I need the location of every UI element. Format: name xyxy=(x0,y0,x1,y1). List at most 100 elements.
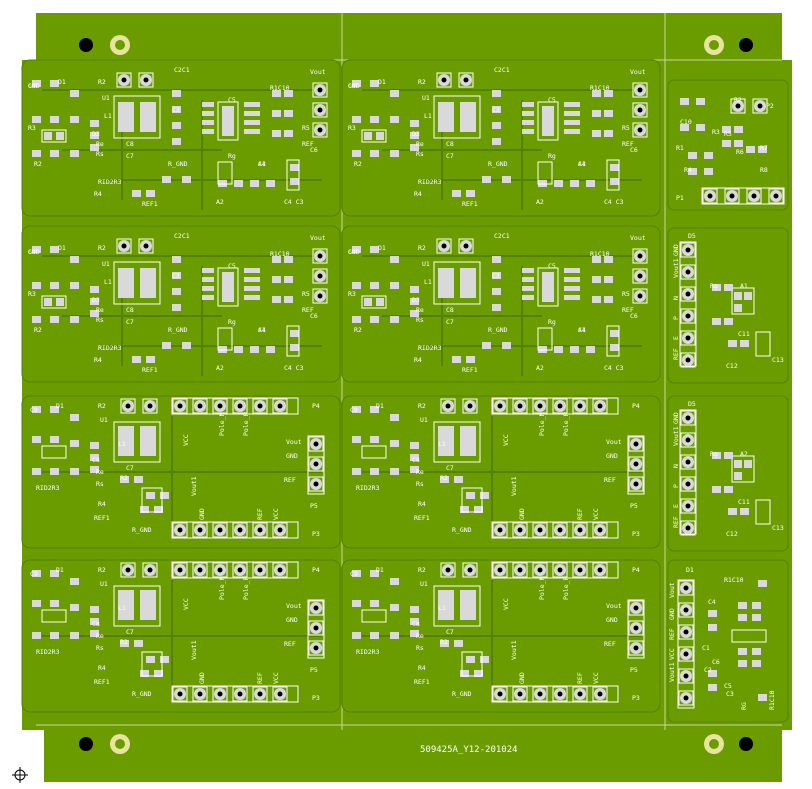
smd-pad xyxy=(492,304,501,311)
silkscreen-label: REF xyxy=(576,672,584,684)
capacitor-outline xyxy=(41,609,67,623)
drill-hole xyxy=(685,437,691,443)
drill-hole xyxy=(637,107,643,113)
silkscreen-label: D1 xyxy=(56,402,64,410)
smd-pad xyxy=(370,436,379,443)
smd-pad xyxy=(564,286,580,291)
drill-hole xyxy=(637,127,643,133)
smd-pad xyxy=(284,130,293,137)
smd-pad xyxy=(352,436,361,443)
silkscreen-label: P5 xyxy=(310,502,318,510)
drill-hole xyxy=(497,403,503,409)
silkscreen-label: R2 xyxy=(120,638,128,646)
module-outline xyxy=(667,395,789,552)
silkscreen-label: C9 xyxy=(348,248,356,256)
smd-pad xyxy=(352,282,361,289)
pad-outline xyxy=(532,686,548,702)
silkscreen-label: R4 xyxy=(414,356,422,364)
silkscreen-label: C4 xyxy=(578,160,586,168)
smd-pad xyxy=(480,656,489,663)
silkscreen-label: R2 xyxy=(120,474,128,482)
drill-hole xyxy=(685,503,691,509)
smd-pad xyxy=(724,284,733,291)
drill-hole xyxy=(125,403,131,409)
smd-pad xyxy=(234,346,243,353)
silkscreen-label: Rg xyxy=(228,152,236,160)
drill-hole xyxy=(441,243,447,249)
silkscreen-label: Pole_N xyxy=(538,412,546,436)
smd-pad xyxy=(696,98,705,105)
smd-pad xyxy=(712,284,721,291)
smd-pad xyxy=(474,670,483,677)
smd-pad xyxy=(466,656,475,663)
silkscreen-label: R4 xyxy=(94,190,102,198)
silkscreen-label: C6 xyxy=(310,312,318,320)
smd-pad xyxy=(290,178,299,185)
silkscreen-label: VCC xyxy=(502,598,510,610)
silkscreen-label: Re xyxy=(96,632,104,640)
drill-hole xyxy=(125,567,131,573)
smd-pad xyxy=(740,340,749,347)
silkscreen-label: REF1 xyxy=(142,366,158,374)
drill-hole xyxy=(735,103,741,109)
silkscreen-label: D5 xyxy=(688,232,696,240)
smd-pad xyxy=(146,190,155,197)
pad-outline xyxy=(592,562,608,578)
smd-pad xyxy=(680,98,689,105)
smd-pad xyxy=(90,454,99,461)
smd-pad xyxy=(564,111,580,116)
drill-hole xyxy=(637,87,643,93)
silkscreen-label: GND xyxy=(518,508,526,520)
drill-hole xyxy=(683,629,689,635)
pad-outline xyxy=(532,522,548,538)
smd-pad xyxy=(466,492,475,499)
smd-pad xyxy=(70,316,79,323)
smd-pad xyxy=(708,684,717,691)
silkscreen-label: C7 xyxy=(126,464,134,472)
smd-pad xyxy=(90,132,99,139)
drill-hole xyxy=(313,481,319,487)
silkscreen-label: Vout xyxy=(668,582,676,598)
drill-hole xyxy=(217,691,223,697)
pad-outline xyxy=(768,188,784,204)
drill-hole xyxy=(685,335,691,341)
pad-outline xyxy=(632,82,648,98)
smd-pad xyxy=(370,316,379,323)
smd-pad xyxy=(140,670,149,677)
smd-pad xyxy=(370,150,379,157)
silkscreen-label: Vout1 xyxy=(510,640,518,660)
silkscreen-label: C9 xyxy=(30,570,38,578)
smd-pad xyxy=(522,268,534,273)
silkscreen-label: C6 xyxy=(712,658,720,666)
drill-hole xyxy=(313,461,319,467)
pad-outline xyxy=(232,562,248,578)
silkscreen-label: GND xyxy=(606,616,618,624)
drill-hole xyxy=(683,585,689,591)
silkscreen-label: Vout xyxy=(606,438,622,446)
inductor-outline xyxy=(113,585,161,627)
drill-hole xyxy=(177,403,183,409)
silkscreen-label: R2 xyxy=(418,402,426,410)
pad-outline xyxy=(462,562,478,578)
pad-outline xyxy=(628,620,644,636)
fiducial xyxy=(704,734,724,754)
smd-pad xyxy=(352,116,361,123)
silkscreen-label: R1C10 xyxy=(590,84,610,92)
silkscreen-label: GND xyxy=(286,452,298,460)
silkscreen-label: RID2R3 xyxy=(36,484,60,492)
silkscreen-label: R2 xyxy=(440,638,448,646)
silkscreen-label: C2C1 xyxy=(174,232,190,240)
drill-hole xyxy=(217,403,223,409)
drill-hole xyxy=(537,527,543,533)
silkscreen-label: R1C10 xyxy=(724,576,744,584)
tooling-hole xyxy=(739,737,753,751)
silkscreen-label: C2C1 xyxy=(494,66,510,74)
pad-outline xyxy=(632,122,648,138)
drill-hole xyxy=(577,567,583,573)
smd-pad xyxy=(370,570,379,577)
silkscreen-label: R_GND xyxy=(488,326,508,334)
